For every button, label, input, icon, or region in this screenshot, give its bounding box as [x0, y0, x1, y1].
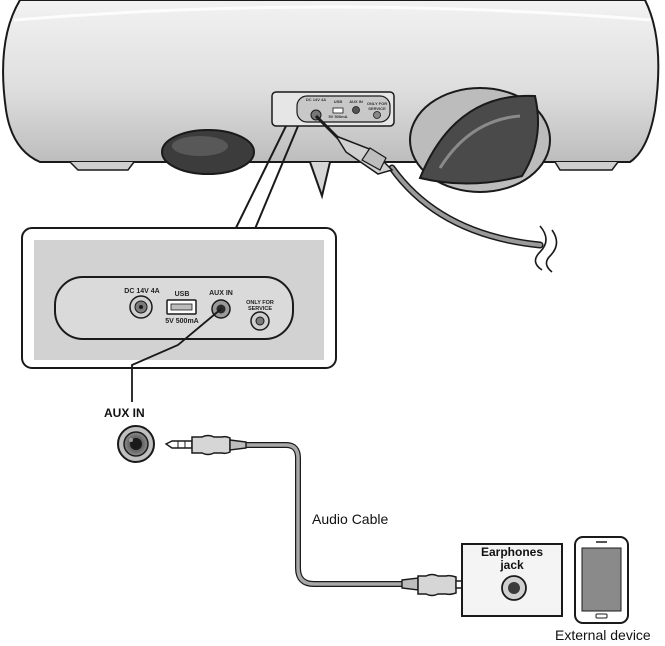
usb-label: USB	[174, 291, 190, 298]
service-label-small-line1: ONLY FOR	[366, 101, 388, 106]
aux-in-label-small: AUX IN	[349, 99, 363, 104]
service-label-line1: ONLY FOR	[246, 300, 274, 306]
dc-power-label-small: DC 14V 4A	[305, 97, 327, 102]
usb-label-small: USB	[333, 99, 343, 104]
usb-spec-label: 5V 500mA	[165, 318, 199, 325]
earphones-jack-label: Earphones jack	[462, 546, 562, 572]
earphones-label-line1: Earphones	[480, 545, 543, 559]
dc-power-jack	[129, 295, 153, 319]
earphones-jack-box	[461, 543, 563, 617]
zoom-callout-line	[231, 125, 299, 237]
usb-spec-label-small: 5V 500mA	[328, 114, 348, 119]
audio-cable-label: Audio Cable	[312, 511, 389, 527]
right-radiator	[409, 87, 551, 193]
aux-leader-line	[131, 308, 222, 402]
usb-port	[166, 299, 197, 315]
aux-in-panel-label: AUX IN	[209, 290, 233, 297]
service-label-line2: SERVICE	[247, 306, 273, 312]
zoom-panel-box	[21, 227, 337, 369]
dc-power-label: DC 14V 4A	[124, 288, 160, 295]
earphones-label-line2: jack	[500, 558, 524, 572]
smartphone-icon	[574, 536, 629, 624]
audio-cable-plug-left	[164, 434, 247, 456]
aux-in-label: AUX IN	[104, 406, 145, 420]
aux-in-socket-large	[117, 425, 155, 463]
external-device-label: External device	[555, 627, 651, 643]
service-port	[250, 311, 270, 331]
service-label: ONLY FOR SERVICE	[240, 300, 280, 312]
speaker-aux-plug	[314, 114, 394, 175]
cable-break-mark	[534, 225, 547, 271]
service-label-small: ONLY FOR SERVICE	[364, 101, 390, 111]
service-label-small-line2: SERVICE	[368, 106, 386, 111]
